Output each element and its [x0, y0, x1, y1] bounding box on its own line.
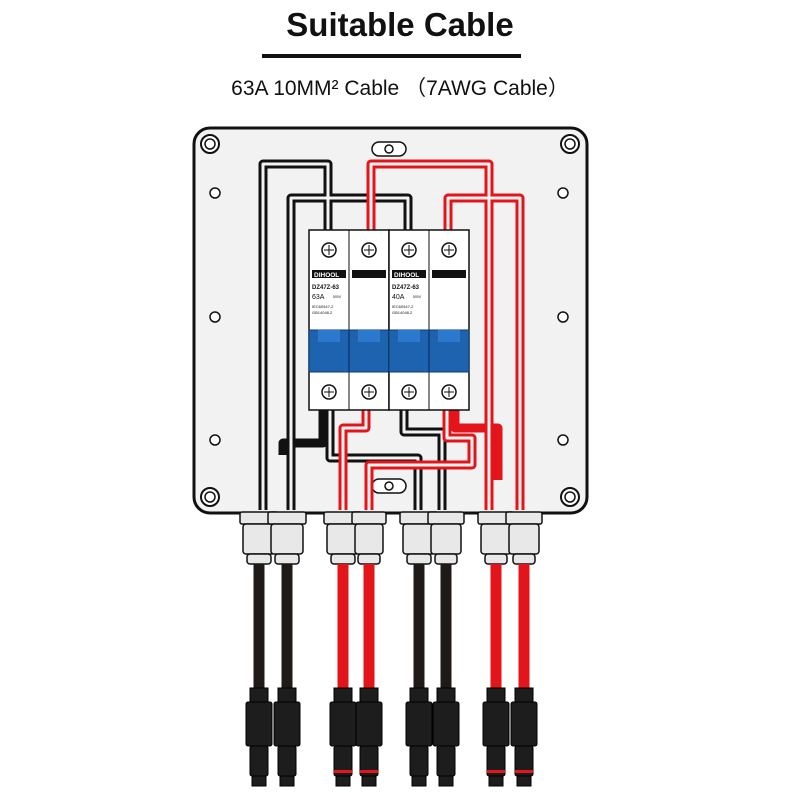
breaker-standard: GB14048.2 [392, 310, 413, 315]
mc4-connector [355, 687, 383, 787]
breaker-model: DZ47Z-63 [392, 285, 420, 291]
breaker-rating: 40A [392, 294, 405, 301]
terminal-screw-icon [401, 242, 417, 258]
cable-gland [505, 511, 543, 565]
mc4-connectors [245, 687, 538, 787]
corner-screw [200, 487, 220, 507]
terminal-screw-icon [361, 242, 377, 258]
external-cables [253, 564, 530, 690]
breaker-standard: GB14048.2 [312, 310, 333, 315]
mc4-connector [245, 687, 273, 787]
cable-glands [239, 511, 543, 565]
breaker-voltage: 500V [333, 295, 342, 299]
breaker-left: DIHOOL DZ47Z-63 63A 500V IEC60947-2 GB14… [308, 229, 390, 411]
label-bar [432, 270, 466, 278]
breaker-brand: DIHOOL [394, 272, 419, 279]
page-title: Suitable Cable [286, 6, 514, 43]
corner-screw [560, 487, 580, 507]
cable-gland [267, 511, 307, 565]
corner-screw [560, 134, 580, 154]
mounting-hole [209, 187, 569, 446]
terminal-screw-icon [401, 384, 417, 400]
breaker-handle [438, 330, 460, 342]
bolt-slot [371, 478, 407, 494]
cable-gland [351, 511, 387, 565]
terminal-screw-icon [321, 242, 337, 258]
mc4-connector [510, 687, 538, 787]
cable-spec-subtitle: 63A 10MM² Cable （7AWG Cable） [231, 77, 569, 100]
positive-marker-rings [334, 770, 533, 773]
negative-wire-core [261, 162, 444, 510]
mc4-connector [405, 687, 433, 787]
terminal-screw-icon [361, 384, 377, 400]
breaker-brand: DIHOOL [314, 272, 339, 279]
breaker-handle [318, 330, 340, 342]
mc4-connector [482, 687, 510, 787]
corner-screw [200, 134, 220, 154]
internal-wiring [258, 159, 525, 510]
positive-wire-core [341, 162, 522, 510]
bolt-slot [371, 141, 407, 157]
cable-gland [427, 511, 465, 565]
title-underline [262, 54, 521, 58]
breaker-handle [358, 330, 380, 342]
terminal-screw-icon [441, 384, 457, 400]
terminal-screw-icon [321, 384, 337, 400]
label-bar [352, 270, 386, 278]
mc4-connector [273, 687, 301, 787]
breaker-handle [398, 330, 420, 342]
breaker-model: DZ47Z-63 [312, 285, 340, 291]
breaker-right: DIHOOL DZ47Z-63 40A 500V IEC60947-2 GB14… [388, 229, 470, 411]
terminal-screw-icon [441, 242, 457, 258]
mc4-connector [432, 687, 460, 787]
brand-plate [392, 270, 426, 278]
breaker-voltage: 500V [413, 295, 422, 299]
mc4-connector [329, 687, 357, 787]
breaker-standard: IEC60947-2 [392, 304, 414, 309]
breaker-rating: 63A [312, 294, 325, 301]
breaker-standard: IEC60947-2 [312, 304, 334, 309]
brand-plate [312, 270, 346, 278]
